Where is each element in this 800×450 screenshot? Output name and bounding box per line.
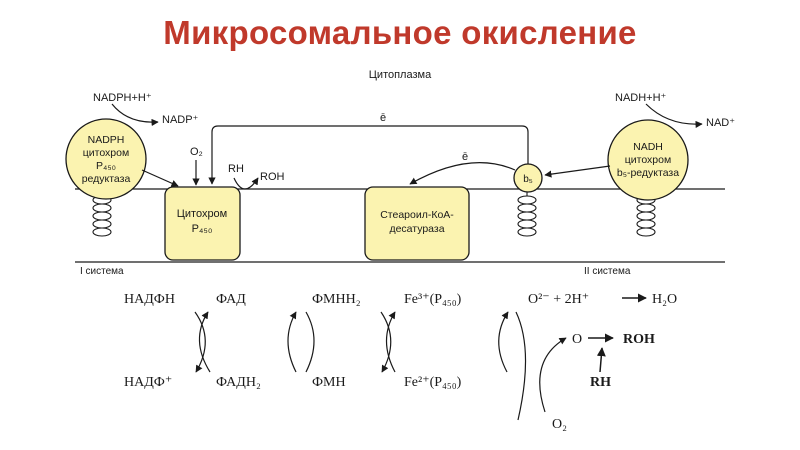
membrane-anchor-coil-3 <box>636 188 656 237</box>
reductase-to-p450-arrow <box>141 169 179 187</box>
scheme-o2: O₂ <box>552 417 567 432</box>
b5-to-desaturase-arrow <box>409 161 516 185</box>
nadh-b5-reductase-circle <box>607 119 689 201</box>
cytochrome-p450-box <box>164 186 241 261</box>
scheme-fmnh2: ФМНН₂ <box>312 292 361 307</box>
scheme-fadh2: ФАДН₂ <box>216 375 261 390</box>
scheme-nadph: НАДФН <box>124 292 175 307</box>
page-title: Микросомальное окисление <box>163 14 637 51</box>
scheme-fmn: ФМН <box>312 375 346 390</box>
scheme-fe2-p450: Fe²⁺(P₄₅₀) <box>404 375 462 390</box>
scheme-h2o: H₂O <box>652 292 677 307</box>
cytochrome-p450-line-2: P₄₅₀ <box>192 223 213 235</box>
b5-label: b₅ <box>523 174 533 185</box>
electron-mid-label: ē <box>462 151 468 163</box>
nadph-reductase-line-1: NADPH <box>88 134 125 146</box>
rh-label: RH <box>228 163 244 175</box>
desaturase-line-1: Стеароил-КоА- <box>380 209 454 221</box>
redox-arc-pair-3 <box>380 311 396 373</box>
scheme-nadp: НАДФ⁺ <box>124 375 172 390</box>
membrane-anchor-coil-2 <box>517 190 537 237</box>
cytoplasm-label: Цитоплазма <box>369 69 432 81</box>
b5-circle <box>513 163 543 193</box>
nadp-product-label: NADP⁺ <box>162 114 199 126</box>
scheme-fad: ФАД <box>216 292 246 307</box>
nadh-oxidation-arrow <box>645 103 703 128</box>
scheme-fe3-p450: Fe³⁺(P₄₅₀) <box>404 292 462 307</box>
desaturase-box <box>364 186 470 261</box>
reductase-to-b5-arrow <box>544 165 611 178</box>
nadh-reductase-line-1: NADH <box>633 141 663 153</box>
nadh-donor-label: NADH+H⁺ <box>615 92 667 104</box>
nadh-reductase-line-2: цитохром <box>625 154 671 166</box>
nad-product-label: NAD⁺ <box>706 117 735 129</box>
desaturase-line-2: десатураза <box>389 223 444 235</box>
redox-arc-pair-2 <box>287 311 315 373</box>
oxygen-label: O₂ <box>190 146 203 158</box>
system-2-label: II система <box>584 266 631 277</box>
b5-to-p450-electron-path <box>208 125 529 185</box>
redox-arc-pair-1 <box>194 311 211 373</box>
nadph-reductase-line-3: P₄₅₀ <box>96 160 116 172</box>
cytochrome-p450-line-1: Цитохром <box>177 208 228 220</box>
scheme-o2-minus: O²⁻ + 2H⁺ <box>528 292 589 307</box>
rh-to-roh-arrow <box>233 177 259 190</box>
scheme-o: O <box>572 332 582 347</box>
nadph-donor-label: NADPH+H⁺ <box>93 92 152 104</box>
system-1-label: I система <box>80 266 124 277</box>
redox-arc-pair-4 <box>498 311 527 421</box>
roh-label: ROH <box>260 171 285 183</box>
rh-to-roh-scheme-arrow <box>596 347 606 373</box>
nadph-reductase-line-4: редуктаза <box>82 173 131 185</box>
nadph-reductase-circle <box>65 118 147 200</box>
electron-top-label: ē <box>380 112 386 124</box>
nadh-reductase-line-3: b₅-редуктаза <box>617 167 679 179</box>
nadph-reductase-line-2: цитохром <box>83 147 129 159</box>
nadph-oxidation-arrow <box>111 103 159 127</box>
o2-to-o-arrow <box>539 337 567 413</box>
scheme-rh: RH <box>590 375 611 390</box>
scheme-roh: ROH <box>623 332 655 347</box>
